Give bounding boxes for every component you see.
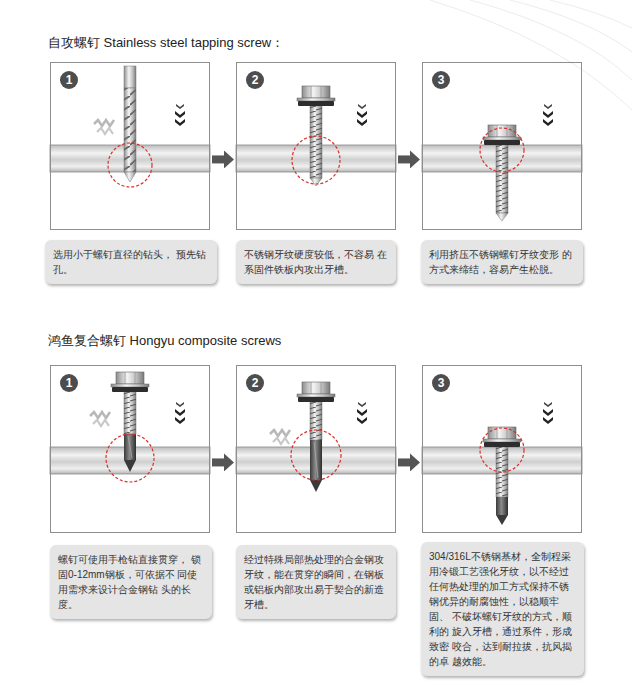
flow-arrow [212,458,224,466]
composite-screw [297,382,335,492]
metal-shavings [94,120,114,134]
step-panel: 2 [236,365,396,533]
description-text: 304/316L不锈钢基材，全制程采 用冷锻工艺强化牙纹，以不经过 任何热处理的… [429,549,576,669]
focus-circle [106,128,524,482]
step-panel: 1 [50,62,210,230]
step-number: 3 [432,71,450,89]
section-heading: 自攻螺钉 Stainless steel tapping screw： [48,34,284,52]
step-number: 1 [60,374,78,392]
composite-screw [111,372,149,472]
description-text: 经过特殊局部热处理的合金钢攻 牙纹，能在贯穿的瞬间，在钢板 或铝板内部攻出易于契… [244,552,388,612]
step-number: 1 [60,71,78,89]
steel-plate [50,145,582,474]
step-panel: 3 [422,62,582,230]
flow-arrow [212,155,224,163]
step-number: 2 [246,374,264,392]
description-text: 选用小于螺钉直径的钻头， 预先钻孔。 [53,247,209,277]
step-number: 2 [246,71,264,89]
description-box: 利用挤压不锈钢螺钉牙纹变形 的方式来缔结，容易产生松脱。 [421,240,583,284]
description-box: 螺钉可使用手枪钻直接贯穿， 锁固0-12mm钢板，可依据不 同使用需求来设计合金… [50,545,212,619]
description-box: 选用小于螺钉直径的钻头， 预先钻孔。 [45,240,217,284]
description-text: 利用挤压不锈钢螺钉牙纹变形 的方式来缔结，容易产生松脱。 [429,247,575,277]
step-number: 3 [432,374,450,392]
metal-shavings [270,430,290,444]
step-panel: 3 [422,365,582,533]
tapping-screw [483,125,521,221]
composite-screw [483,427,521,525]
flow-arrow [398,458,410,466]
metal-shavings [90,412,110,426]
step-panel: 2 [236,62,396,230]
step-panel: 1 [50,365,210,533]
flow-arrow [398,155,410,163]
section-heading: 鸿鱼复合螺钉 Hongyu composite screws [48,332,281,350]
description-text: 螺钉可使用手枪钻直接贯穿， 锁固0-12mm钢板，可依据不 同使用需求来设计合金… [58,552,204,612]
description-box: 经过特殊局部热处理的合金钢攻 牙纹，能在贯穿的瞬间，在钢板 或铝板内部攻出易于契… [236,545,396,619]
background-curves [430,0,632,110]
description-box: 不锈钢牙纹硬度较低，不容易 在系固件铁板内攻出牙槽。 [236,240,396,284]
description-box: 304/316L不锈钢基材，全制程采 用冷锻工艺强化牙纹，以不经过 任何热处理的… [421,542,584,676]
drill-bit [124,66,136,182]
description-text: 不锈钢牙纹硬度较低，不容易 在系固件铁板内攻出牙槽。 [244,247,388,277]
